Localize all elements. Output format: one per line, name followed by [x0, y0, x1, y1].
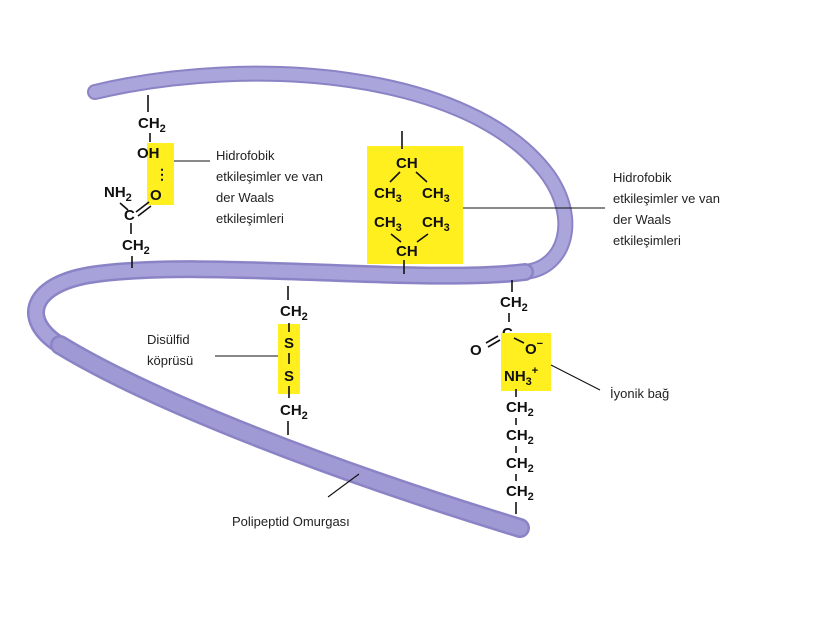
- hydrophobic-highlight: [367, 146, 463, 264]
- svg-text:köprüsü: köprüsü: [147, 353, 193, 368]
- svg-text:Disülfid: Disülfid: [147, 332, 190, 347]
- polypeptide-backbone: [27, 65, 574, 538]
- svg-text:etkileşimler ve van: etkileşimler ve van: [613, 191, 720, 206]
- left-ch2-bottom: CH2: [122, 237, 150, 257]
- left-nh2: NH2: [104, 184, 132, 204]
- mid-ch-bottom: CH: [396, 243, 418, 260]
- mid-ch3-c: CH3: [374, 214, 402, 234]
- ion-nh3: NH3+: [504, 365, 538, 388]
- svg-text:der Waals: der Waals: [216, 190, 275, 205]
- ion-chain-ch2-1: CH2: [506, 399, 534, 419]
- ss-ch2-bottom: CH2: [280, 402, 308, 422]
- mid-ch3-d: CH3: [422, 214, 450, 234]
- label-hydrophobic-left: Hidrofobik etkileşimler ve van der Waals…: [216, 148, 323, 226]
- ss-s1: S: [284, 335, 294, 352]
- leader-ionic: [550, 364, 601, 391]
- ion-chain-ch2-3: CH2: [506, 455, 534, 475]
- label-backbone: Polipeptid Omurgası: [232, 514, 350, 529]
- ss-s2: S: [284, 368, 294, 385]
- ionic-highlight: [501, 333, 551, 391]
- left-o: O: [150, 187, 162, 204]
- label-disulfide: Disülfid köprüsü: [147, 332, 193, 368]
- label-hydrophobic-right: Hidrofobik etkileşimler ve van der Waals…: [613, 170, 720, 248]
- ion-o-minus: O−: [525, 338, 543, 358]
- svg-text:etkileşimleri: etkileşimleri: [216, 211, 284, 226]
- hbond-dots: ⋮: [155, 166, 169, 182]
- ion-chain-ch2-2: CH2: [506, 427, 534, 447]
- ion-ch2-top: CH2: [500, 294, 528, 314]
- label-ionic: İyonik bağ: [610, 386, 669, 401]
- mid-ch3-b: CH3: [422, 185, 450, 205]
- leader-backbone: [327, 473, 360, 498]
- svg-text:der Waals: der Waals: [613, 212, 672, 227]
- ionic-bond-group: CH2 C O O− NH3+ CH2 CH2 CH2 CH2: [470, 280, 551, 514]
- hbond-highlight: [147, 143, 174, 205]
- hydrogen-bond-group: CH2 OH ⋮ O NH2 C CH2: [104, 95, 174, 268]
- disulfide-bridge: CH2 S S CH2: [278, 286, 308, 435]
- ion-o: O: [470, 342, 482, 359]
- ss-ch2-top: CH2: [280, 303, 308, 323]
- svg-text:etkileşimler ve van: etkileşimler ve van: [216, 169, 323, 184]
- svg-text:Hidrofobik: Hidrofobik: [613, 170, 672, 185]
- ion-chain-ch2-4: CH2: [506, 483, 534, 503]
- left-oh: OH: [137, 145, 160, 162]
- left-c: C: [124, 207, 135, 224]
- left-ch2-top: CH2: [138, 115, 166, 135]
- svg-text:Hidrofobik: Hidrofobik: [216, 148, 275, 163]
- svg-text:etkileşimleri: etkileşimleri: [613, 233, 681, 248]
- hydrophobic-group: CH CH3 CH3 CH3 CH3 CH: [367, 131, 463, 274]
- mid-ch3-a: CH3: [374, 185, 402, 205]
- mid-ch-top: CH: [396, 155, 418, 172]
